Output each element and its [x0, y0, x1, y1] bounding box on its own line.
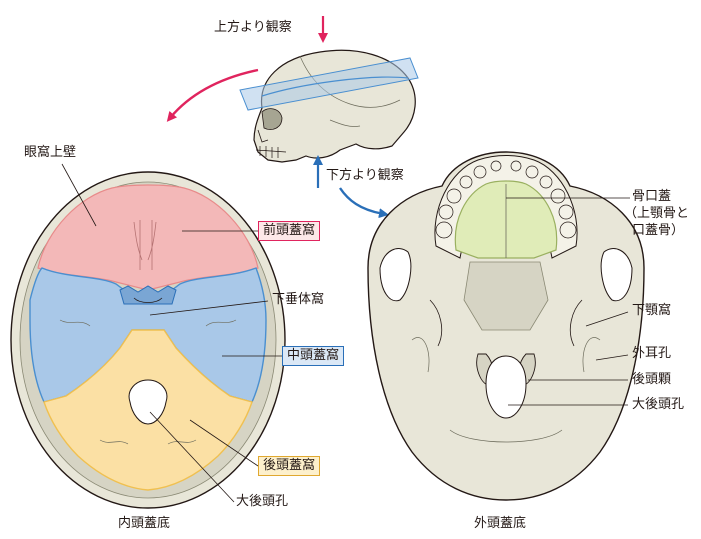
middle-fossa-label: 中頭蓋窩 — [282, 346, 344, 366]
bony-palate-label: 骨口蓋 （上顎骨と 口蓋骨） — [632, 188, 689, 239]
internal-skull-base — [11, 172, 285, 508]
bony-palate-line-2: （上顎骨と — [624, 205, 689, 222]
external-acoustic-meatus-label: 外耳孔 — [632, 346, 671, 362]
external-skull-base — [368, 152, 644, 500]
internal-base-caption: 内頭蓋底 — [118, 516, 170, 532]
from-above-label: 上方より観察 — [214, 20, 292, 36]
foramen-magnum-external-label: 大後頭孔 — [632, 397, 684, 413]
bony-palate-line-1: 骨口蓋 — [632, 188, 689, 205]
foramen-magnum-internal-label: 大後頭孔 — [236, 494, 288, 510]
external-base-caption: 外頭蓋底 — [474, 516, 526, 532]
orbital-roof-label: 眼窩上壁 — [24, 145, 76, 161]
mandibular-fossa-label: 下顎窩 — [632, 303, 671, 319]
arrow-to-external — [340, 188, 384, 214]
anterior-fossa-label: 前頭蓋窩 — [258, 221, 320, 241]
lateral-skull — [240, 50, 418, 162]
posterior-fossa-label: 後頭蓋窩 — [258, 456, 320, 476]
bony-palate-line-3: 口蓋骨） — [632, 222, 689, 239]
occipital-condyle-label: 後頭顆 — [632, 372, 671, 388]
pituitary-fossa-label: 下垂体窩 — [272, 292, 324, 308]
from-below-label: 下方より観察 — [326, 168, 404, 184]
